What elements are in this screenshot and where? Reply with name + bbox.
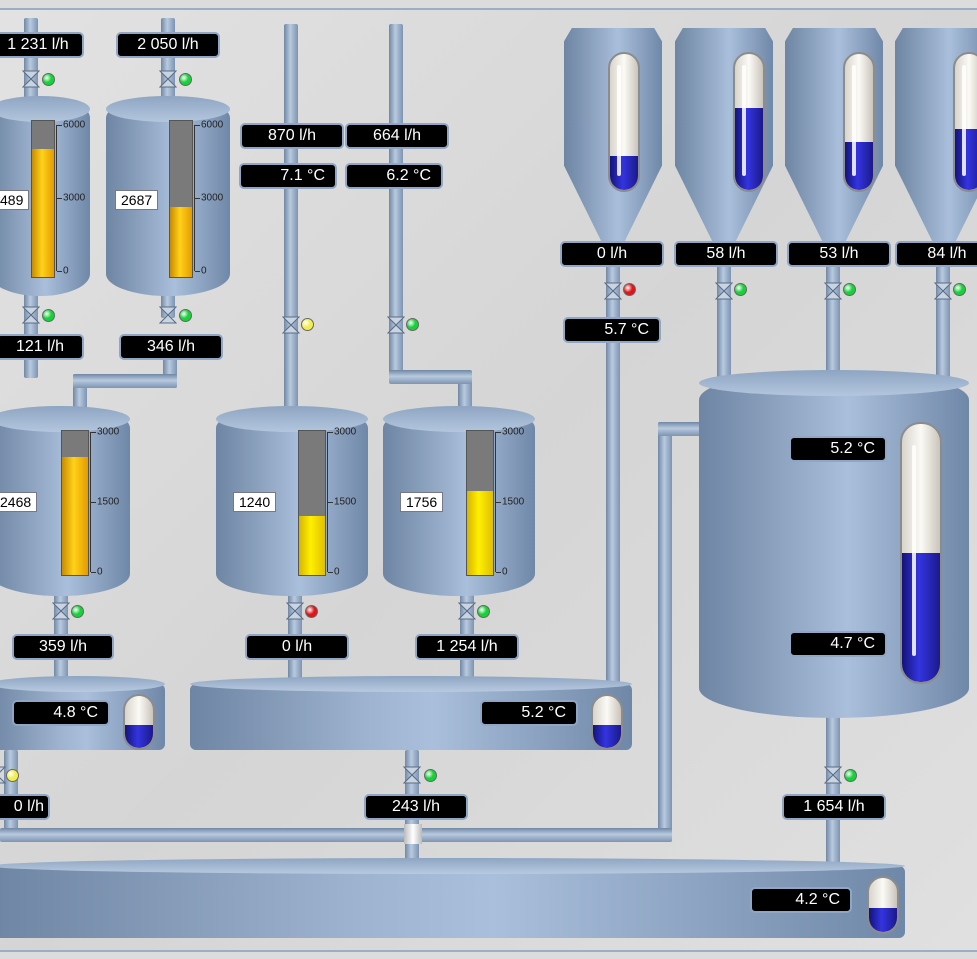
valve-status-led-icon bbox=[953, 283, 966, 296]
tank-5-value: 1756 bbox=[400, 492, 444, 512]
pipe bbox=[658, 422, 672, 842]
valve-icon[interactable] bbox=[387, 316, 405, 334]
temperature-display: 5.7 °C bbox=[563, 317, 661, 343]
temperature-display: 4.7 °C bbox=[789, 631, 887, 657]
silo-4-level-tube bbox=[953, 52, 977, 192]
valve-icon[interactable] bbox=[458, 602, 476, 620]
valve-status-led-icon bbox=[844, 769, 857, 782]
flow-display: 359 l/h bbox=[12, 634, 114, 660]
basin-middle bbox=[190, 676, 632, 750]
valve-status-led-icon bbox=[6, 769, 19, 782]
flow-display: 1 231 l/h bbox=[0, 32, 84, 58]
pipe-junction bbox=[404, 824, 422, 844]
flow-display: 121 l/h bbox=[0, 334, 84, 360]
valve-status-led-icon bbox=[301, 318, 314, 331]
valve-icon[interactable] bbox=[715, 282, 733, 300]
valve-status-led-icon bbox=[623, 283, 636, 296]
pipe bbox=[389, 370, 472, 384]
pipe bbox=[606, 230, 620, 700]
flow-display: 53 l/h bbox=[787, 241, 891, 267]
flow-display: 58 l/h bbox=[674, 241, 778, 267]
tank-2-value: 2687 bbox=[115, 190, 159, 210]
silo-3-level-tube bbox=[843, 52, 875, 192]
tank-1-level-bar bbox=[31, 120, 55, 278]
temperature-display: 4.8 °C bbox=[12, 700, 110, 726]
tank-3-level-bar bbox=[61, 430, 89, 576]
tank-5-scale: 3000 1500 0 bbox=[495, 427, 536, 578]
temperature-display: 7.1 °C bbox=[239, 163, 337, 189]
valve-icon[interactable] bbox=[159, 70, 177, 88]
flow-display: 346 l/h bbox=[119, 334, 223, 360]
valve-status-led-icon bbox=[305, 605, 318, 618]
temperature-display: 5.2 °C bbox=[480, 700, 578, 726]
valve-icon[interactable] bbox=[52, 602, 70, 620]
valve-icon[interactable] bbox=[22, 70, 40, 88]
valve-icon[interactable] bbox=[282, 316, 300, 334]
pipe bbox=[73, 374, 177, 388]
temperature-display: 4.2 °C bbox=[750, 887, 852, 913]
pipe bbox=[936, 230, 950, 390]
tank-2-level-bar bbox=[169, 120, 193, 278]
pipe bbox=[826, 230, 840, 390]
valve-icon[interactable] bbox=[824, 282, 842, 300]
tank-2-scale: 6000 3000 0 bbox=[194, 120, 235, 277]
flow-display: 870 l/h bbox=[240, 123, 344, 149]
flow-display: 0 l/h bbox=[245, 634, 349, 660]
valve-status-led-icon bbox=[477, 605, 490, 618]
tank-4-scale: 3000 1500 0 bbox=[327, 427, 368, 578]
tank-4-value: 1240 bbox=[233, 492, 277, 512]
flow-display: 243 l/h bbox=[364, 794, 468, 820]
temperature-display: 5.2 °C bbox=[789, 436, 887, 462]
temperature-display: 6.2 °C bbox=[345, 163, 443, 189]
tank-5-level-bar bbox=[466, 430, 494, 576]
tank-1-value: 489 bbox=[0, 190, 30, 210]
process-diagram: 6000 3000 0 489 6000 3000 0 2687 3000 15… bbox=[0, 8, 977, 952]
flow-display: 84 l/h bbox=[895, 241, 977, 267]
valve-status-led-icon bbox=[42, 309, 55, 322]
pipe bbox=[284, 24, 298, 414]
big-tank-level-tube bbox=[900, 422, 942, 684]
valve-status-led-icon bbox=[42, 73, 55, 86]
silo-1-level-tube bbox=[608, 52, 640, 192]
valve-icon[interactable] bbox=[22, 306, 40, 324]
valve-icon[interactable] bbox=[159, 306, 177, 324]
valve-status-led-icon bbox=[406, 318, 419, 331]
valve-status-led-icon bbox=[424, 769, 437, 782]
valve-status-led-icon bbox=[71, 605, 84, 618]
pipe bbox=[389, 24, 403, 374]
valve-status-led-icon bbox=[179, 73, 192, 86]
pipe bbox=[658, 422, 708, 436]
flow-display: 1 654 l/h bbox=[782, 794, 886, 820]
valve-icon[interactable] bbox=[403, 766, 421, 784]
pipe bbox=[717, 230, 731, 390]
valve-icon[interactable] bbox=[286, 602, 304, 620]
valve-icon[interactable] bbox=[0, 766, 6, 784]
valve-status-led-icon bbox=[843, 283, 856, 296]
silo-2-level-tube bbox=[733, 52, 765, 192]
flow-display: 2 050 l/h bbox=[116, 32, 220, 58]
flow-display: 0 l/h bbox=[0, 794, 50, 820]
tank-1-scale: 6000 3000 0 bbox=[56, 120, 97, 277]
tank-3-value: 2468 bbox=[0, 492, 38, 512]
valve-status-led-icon bbox=[179, 309, 192, 322]
flow-display: 664 l/h bbox=[345, 123, 449, 149]
tank-4-level-bar bbox=[298, 430, 326, 576]
valve-icon[interactable] bbox=[934, 282, 952, 300]
flow-display: 0 l/h bbox=[560, 241, 664, 267]
tank-3-scale: 3000 1500 0 bbox=[90, 427, 131, 578]
pipe bbox=[0, 828, 672, 842]
basin-middle-level-tube bbox=[591, 694, 623, 750]
pipe bbox=[826, 710, 840, 870]
valve-icon[interactable] bbox=[824, 766, 842, 784]
valve-status-led-icon bbox=[734, 283, 747, 296]
basin-left-level-tube bbox=[123, 694, 155, 750]
valve-icon[interactable] bbox=[604, 282, 622, 300]
basin-bottom-level-tube bbox=[867, 876, 899, 934]
flow-display: 1 254 l/h bbox=[415, 634, 519, 660]
